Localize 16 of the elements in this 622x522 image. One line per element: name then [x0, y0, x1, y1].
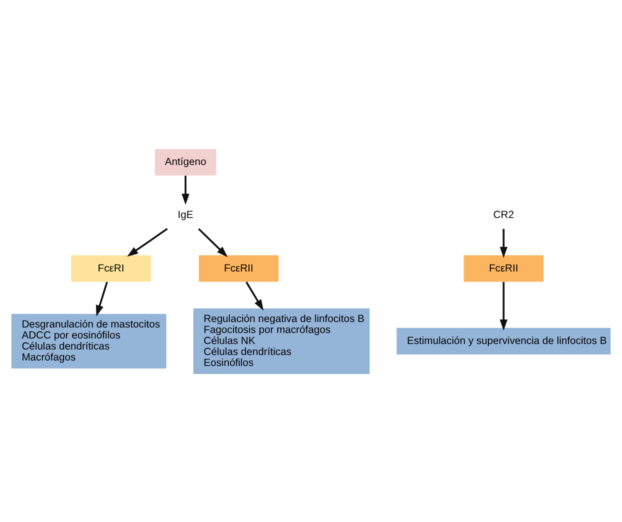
arrow: [127, 227, 168, 256]
node-box: Antígeno: [154, 148, 216, 176]
arrow: [96, 281, 108, 316]
node-text: IgE: [178, 210, 194, 221]
arrow: [182, 175, 190, 204]
node-box: FcεRI: [71, 254, 151, 282]
node-text: CR2: [493, 210, 514, 221]
node-box: FcεRII: [464, 254, 544, 282]
node-box: Regulación negativa de linfocitos B Fagocitosis por macrófagos Células NK Células dendríticas Eosinófilos: [193, 308, 370, 374]
arrow: [246, 281, 264, 310]
node-box: FcεRII: [198, 254, 279, 282]
node-box: Desgranulación de mastocitos ADCC por eosinófilos Células dendríticas Macrófagos: [11, 313, 166, 368]
node-box: Estimulación y supervivencia de linfocitos B: [396, 327, 611, 354]
arrow: [198, 228, 228, 257]
arrow: [500, 281, 508, 330]
arrow: [500, 228, 508, 258]
